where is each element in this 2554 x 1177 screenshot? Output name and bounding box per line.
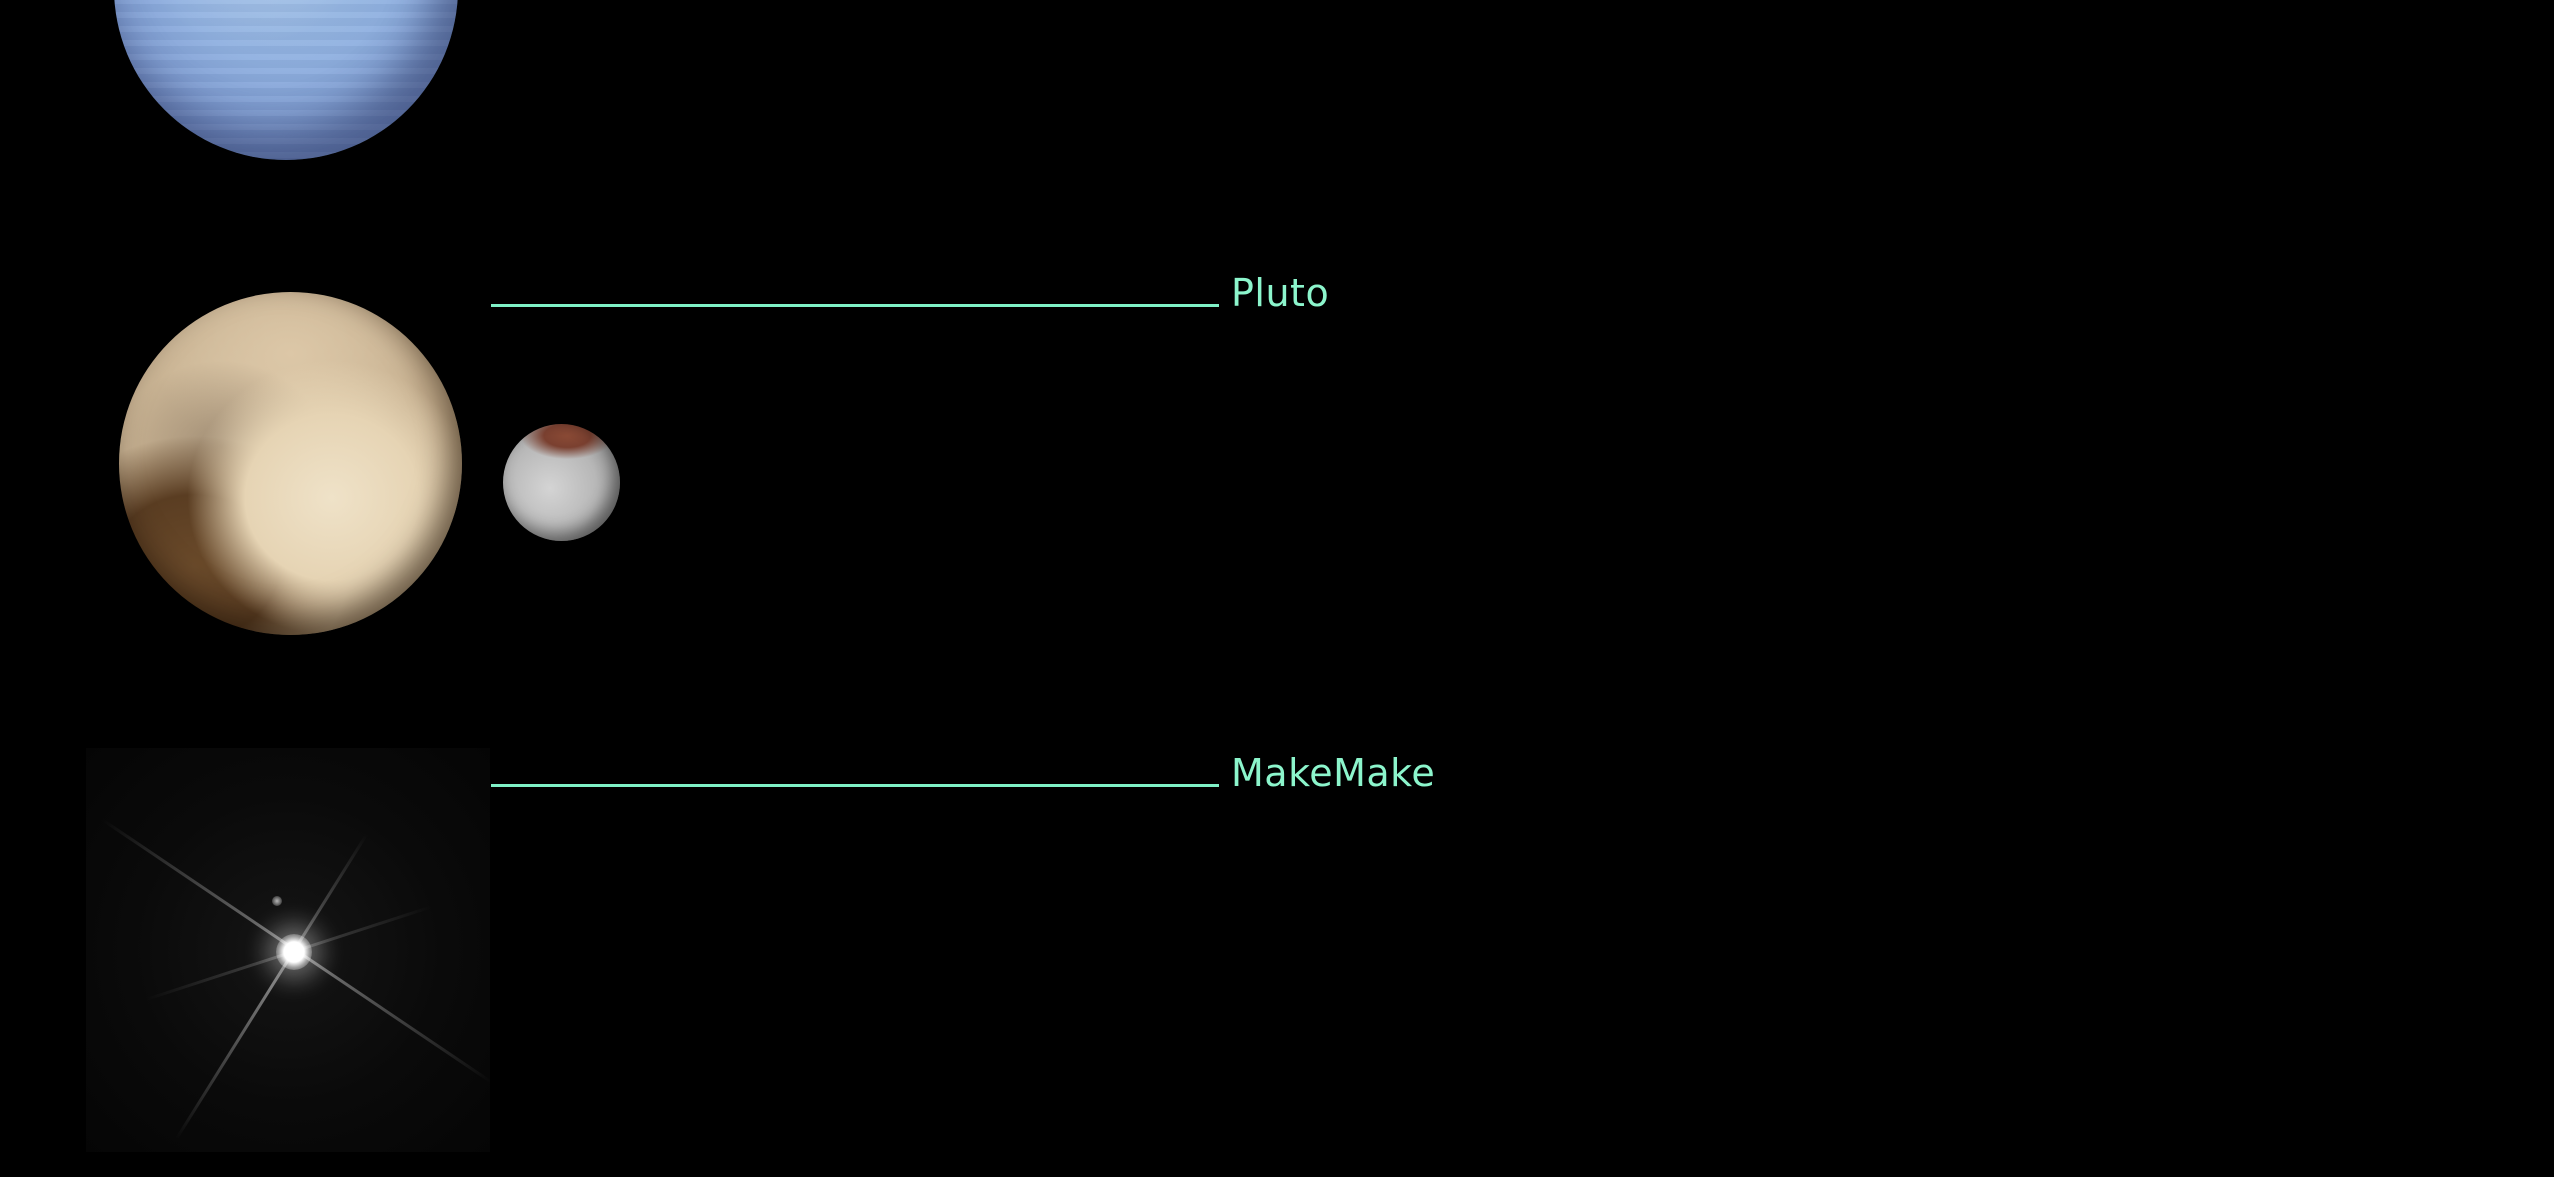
charon-image bbox=[503, 424, 620, 541]
makemake-leader-line bbox=[491, 784, 1219, 787]
pluto-leader-line bbox=[491, 304, 1219, 307]
pluto-label: Pluto bbox=[1231, 271, 1330, 315]
pluto-image bbox=[119, 292, 462, 635]
makemake-moon-dot bbox=[272, 896, 282, 906]
pluto-label-row: Pluto bbox=[491, 271, 1329, 315]
diffraction-spike bbox=[174, 833, 369, 1141]
makemake-label: MakeMake bbox=[1231, 751, 1436, 795]
makemake-image bbox=[86, 748, 490, 1152]
makemake-star-core bbox=[276, 934, 312, 970]
makemake-label-row: MakeMake bbox=[491, 751, 1435, 795]
neptune-image bbox=[114, 0, 458, 160]
